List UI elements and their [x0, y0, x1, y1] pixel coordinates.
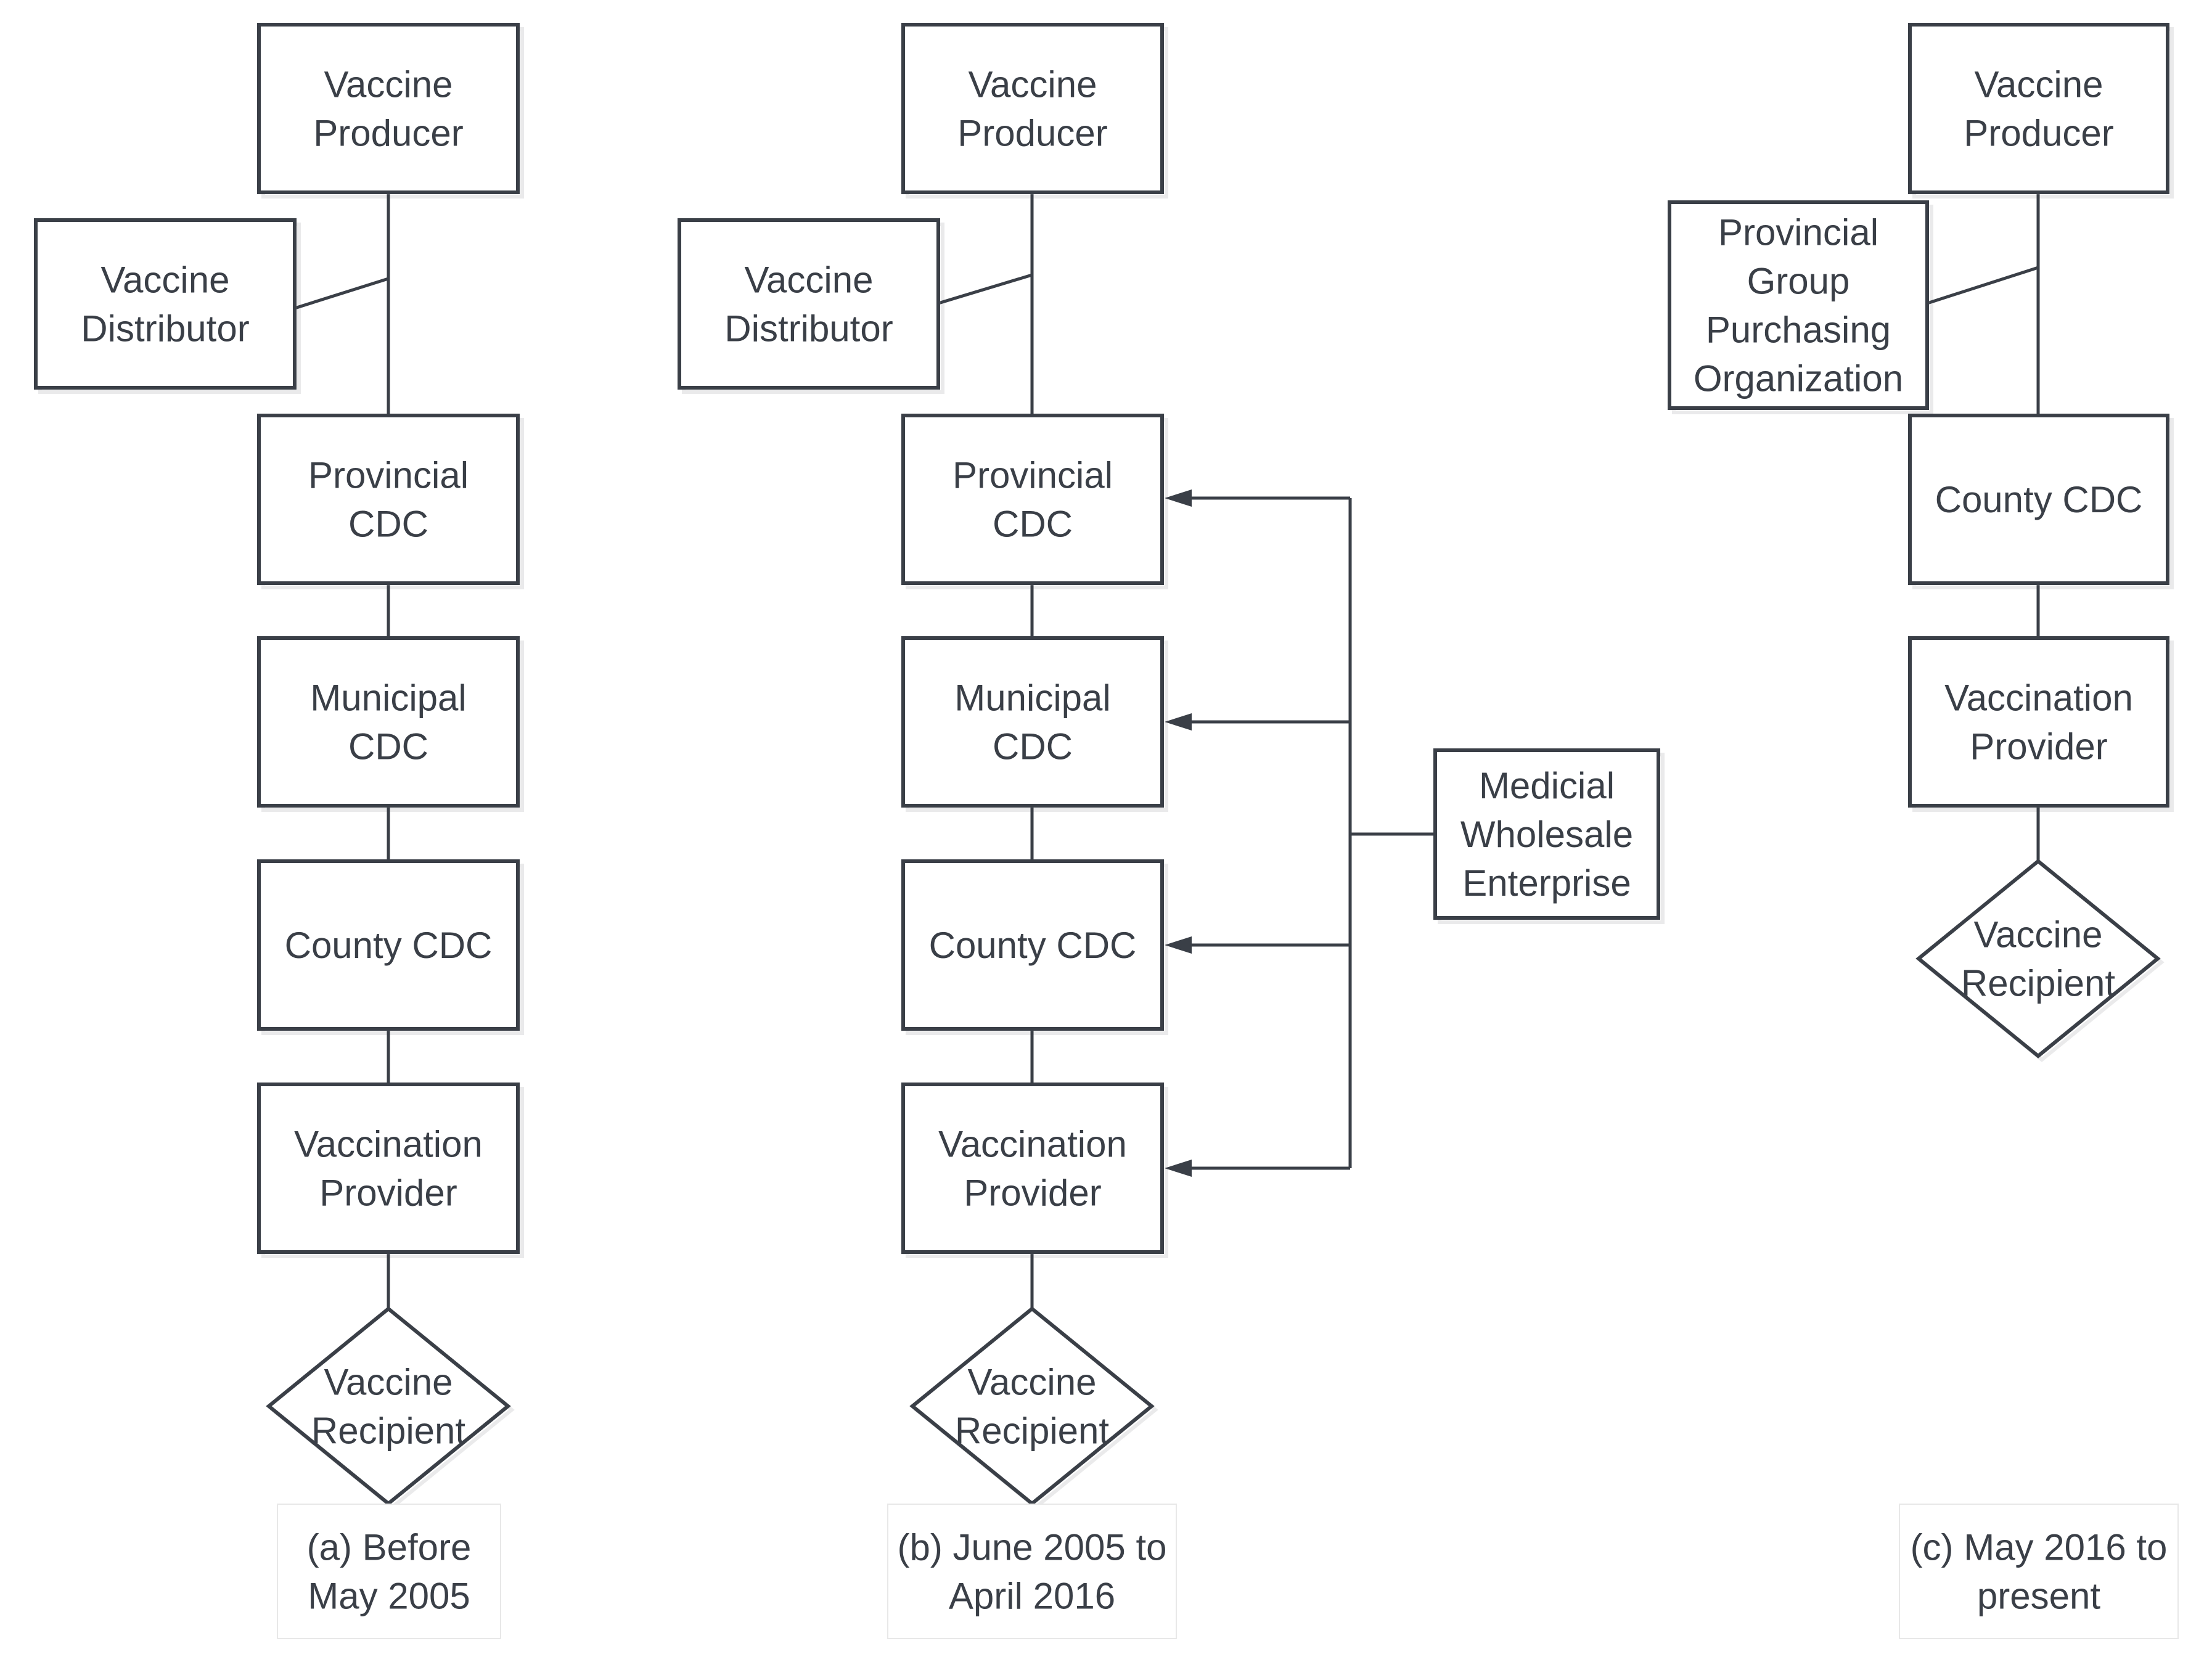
node-label-line: Provider	[319, 1173, 457, 1214]
node-label-line: CDC	[993, 504, 1073, 545]
node-label-line: CDC	[348, 504, 428, 545]
connectors	[294, 192, 2040, 1309]
node-label-line: (b) June 2005 to	[898, 1527, 1167, 1568]
node-label-line: May 2005	[308, 1576, 470, 1617]
nodes: VaccineProducerVaccineDistributorProvinc…	[34, 23, 2174, 1510]
node-label-line: Provincial	[952, 455, 1113, 496]
arrow-connector	[1165, 1160, 1350, 1177]
node-label-line: Vaccination	[938, 1124, 1127, 1165]
node-label-line: County CDC	[285, 925, 493, 966]
node-label-line: Purchasing	[1706, 309, 1891, 351]
caption-panel-c: (c) May 2016 to present	[1899, 1504, 2179, 1639]
connector-line	[294, 277, 389, 310]
node-label-line: Provincial	[1718, 212, 1878, 253]
node-label-line: present	[1977, 1576, 2100, 1617]
connector-line	[1927, 266, 2039, 305]
node-label-line: Recipient	[311, 1410, 465, 1452]
node-c-county: County CDC	[1908, 414, 2174, 589]
node-label-line: Enterprise	[1462, 862, 1631, 904]
node-b-county: County CDC	[901, 859, 1168, 1035]
node-label-line: Vaccine	[1973, 914, 2102, 956]
node-label-line: Producer	[313, 113, 463, 154]
node-a-county: County CDC	[257, 859, 524, 1035]
node-label-line: (c) May 2016 to	[1911, 1527, 2168, 1568]
connector-line	[938, 273, 1033, 305]
arrow-connector	[1165, 936, 1350, 954]
arrowhead-icon	[1165, 713, 1192, 731]
node-label-line: Distributor	[81, 308, 249, 350]
node-label-line: County CDC	[1935, 479, 2143, 520]
node-label-line: Organization	[1694, 358, 1903, 399]
arrow-connector	[1165, 489, 1350, 507]
node-label-line: Provider	[1970, 726, 2107, 767]
node-label-line: Wholesale	[1460, 814, 1633, 855]
caption-panel-b: (b) June 2005 to April 2016	[887, 1504, 1177, 1639]
node-label-line: Producer	[1964, 113, 2113, 154]
node-label-line: Vaccine	[324, 1362, 453, 1403]
node-label-line: CDC	[348, 726, 428, 767]
arrowhead-icon	[1165, 936, 1192, 954]
node-label-line: Vaccine	[324, 64, 453, 105]
node-label-line: Municipal	[954, 677, 1110, 719]
node-label-line: Vaccination	[294, 1124, 483, 1165]
node-label-line: (a) Before	[307, 1527, 472, 1568]
node-label-line: April 2016	[949, 1576, 1115, 1617]
arrowhead-icon	[1165, 1160, 1192, 1177]
node-label-line: Group	[1747, 261, 1850, 302]
node-label-line: Provider	[964, 1173, 1101, 1214]
node-label-line: Recipient	[955, 1410, 1109, 1452]
node-label-line: Vaccine	[967, 1362, 1096, 1403]
node-label-line: CDC	[993, 726, 1073, 767]
node-label-line: County CDC	[929, 925, 1137, 966]
node-label-line: Medicial	[1479, 765, 1615, 806]
node-label-line: Vaccination	[1944, 677, 2133, 719]
arrowhead-icon	[1165, 489, 1192, 507]
node-label-line: Municipal	[310, 677, 466, 719]
node-label-line: Vaccine	[1974, 64, 2103, 105]
node-label-line: Vaccine	[968, 64, 1097, 105]
node-label-line: Provincial	[308, 455, 469, 496]
node-label-line: Vaccine	[100, 260, 229, 301]
node-label-line: Distributor	[724, 308, 893, 350]
node-label-line: Producer	[957, 113, 1107, 154]
arrow-connector	[1165, 713, 1350, 731]
node-label-line: Vaccine	[744, 260, 873, 301]
node-label-line: Recipient	[1961, 963, 2115, 1004]
